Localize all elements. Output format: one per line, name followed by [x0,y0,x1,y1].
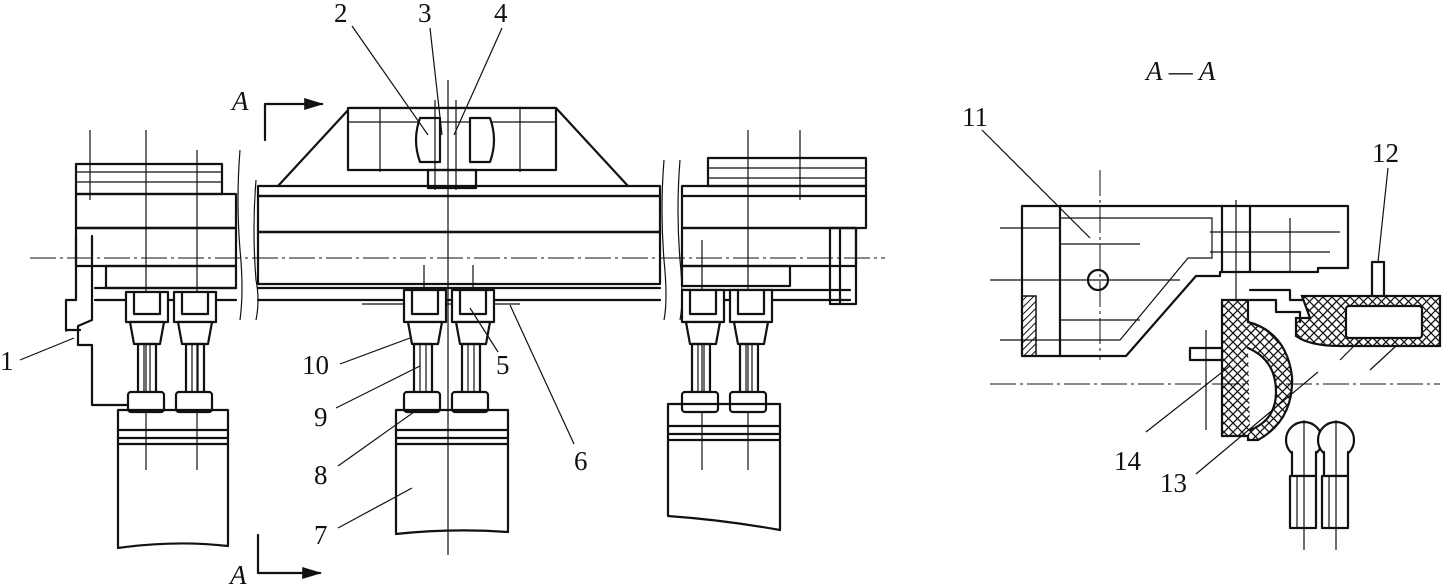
section-marker-top-letter: A [230,86,249,116]
section-view-title: A — A [1144,56,1216,86]
middle-rail-segment [256,80,662,555]
housing-part-11 [990,200,1350,358]
section-marker-bottom-letter: A [228,560,247,587]
label-3: 3 [418,0,432,28]
right-commutator [666,402,782,532]
label-10: 10 [302,350,329,380]
bracket-part-1 [64,234,130,407]
insulator-part-14 [1188,298,1294,442]
label-4: 4 [494,0,508,28]
left-commutator [116,408,230,550]
section-leader-lines [981,129,1389,475]
label-12: 12 [1372,138,1399,168]
label-2: 2 [334,0,348,28]
label-11: 11 [962,102,988,132]
clamp-part-12 [1248,260,1442,371]
callout-labels: 1 2 3 4 5 6 7 8 9 10 11 12 13 14 A A A —… [0,0,1399,587]
left-brush-holders [124,290,218,414]
section-marker-top [263,98,324,142]
label-6: 6 [574,446,588,476]
brush-holders-part-13 [1284,420,1356,550]
label-13: 13 [1160,468,1187,498]
section-view-a-a [981,129,1442,550]
label-1: 1 [0,346,14,376]
right-rail-segment [680,130,868,470]
middle-brush-holders [402,288,496,414]
label-8: 8 [314,460,328,490]
right-brush-holders [680,288,774,414]
leader-lines [19,25,575,529]
label-14: 14 [1114,446,1142,476]
label-5: 5 [496,350,510,380]
label-9: 9 [314,402,328,432]
section-marker-bottom [256,533,322,579]
main-elevation-view [19,25,885,579]
label-7: 7 [314,520,328,550]
break-lines [237,149,683,321]
middle-commutator [394,408,510,536]
